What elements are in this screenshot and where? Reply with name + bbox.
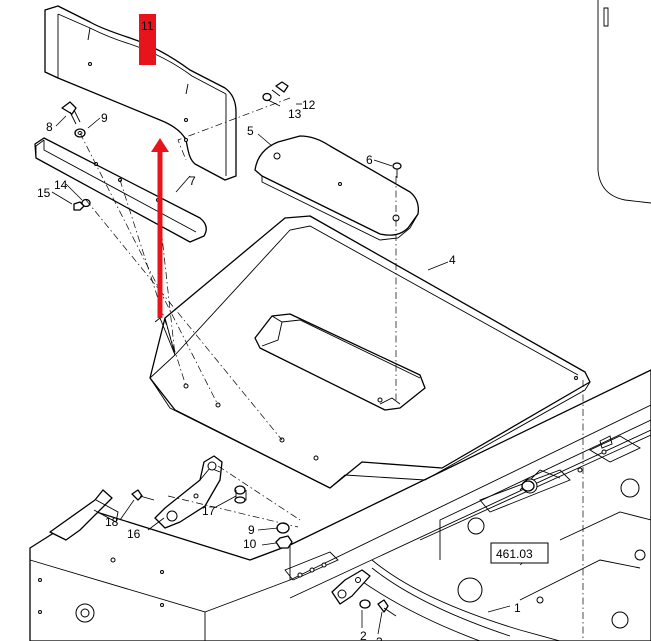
shaped-panel [44,5,237,181]
callout-9-lower: 9 [248,523,255,537]
callout-14: 14 [54,178,68,192]
highlight-arrow [151,138,169,318]
callout-8: 8 [46,120,53,134]
reference-label: 461.03 [496,547,533,561]
callout-13: 13 [288,107,302,121]
callout-4: 4 [449,253,456,267]
callout-15: 15 [37,186,51,200]
callout-1: 1 [514,601,521,615]
callout-16: 16 [127,527,141,541]
callout-5: 5 [247,124,254,138]
reference-box: 461.03 [490,542,549,564]
background-cabinet [597,0,651,204]
callout-7: 7 [189,174,196,188]
callout-2: 2 [360,629,367,641]
callout-12: 12 [302,98,316,112]
callout-11: 11 [141,19,154,33]
callout-17: 17 [202,504,216,518]
fasteners [61,81,535,617]
callout-10: 10 [243,537,257,551]
callout-labels: 11 12 13 5 6 4 8 9 7 14 15 18 16 17 9 10… [37,14,521,641]
callout-9-upper: 9 [101,111,108,125]
callout-11-highlight [139,14,156,65]
callout-18: 18 [105,515,119,529]
callout-6: 6 [366,153,373,167]
frame-chassis [29,369,651,641]
callout-3: 3 [376,635,383,641]
tray-plate [149,215,591,489]
hinge-bracket [154,455,223,529]
